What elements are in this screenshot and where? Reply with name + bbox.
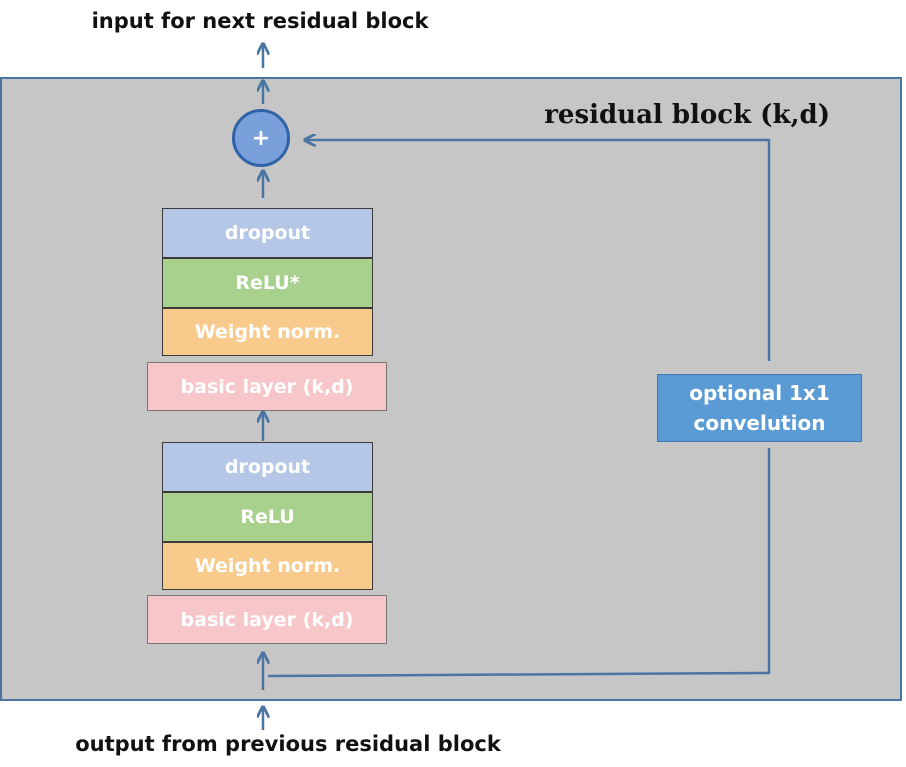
output-label: input for next residual block [91, 9, 429, 33]
conv-label-line1: optional 1x1 [689, 381, 830, 405]
skip-connection-lower [267, 448, 771, 678]
residual-block-title: residual block (k,d) [544, 100, 830, 130]
sum-node: + [232, 109, 290, 167]
lower-weight-norm-layer: Weight norm. [162, 542, 373, 590]
lower-relu-layer: ReLU [162, 492, 373, 542]
upper-weight-norm-layer: Weight norm. [162, 308, 373, 356]
upper-dropout-layer: dropout [162, 208, 373, 258]
lower-basic-layer: basic layer (k,d) [147, 595, 387, 644]
optional-conv-box: optional 1x1 convelution [657, 374, 862, 442]
conv-label-line2: convelution [693, 411, 826, 435]
lower-dropout-layer: dropout [162, 442, 373, 492]
input-label: output from previous residual block [75, 732, 501, 756]
upper-basic-layer: basic layer (k,d) [147, 362, 387, 411]
upper-relu-layer: ReLU* [162, 258, 373, 308]
skip-connection-upper [306, 140, 771, 361]
